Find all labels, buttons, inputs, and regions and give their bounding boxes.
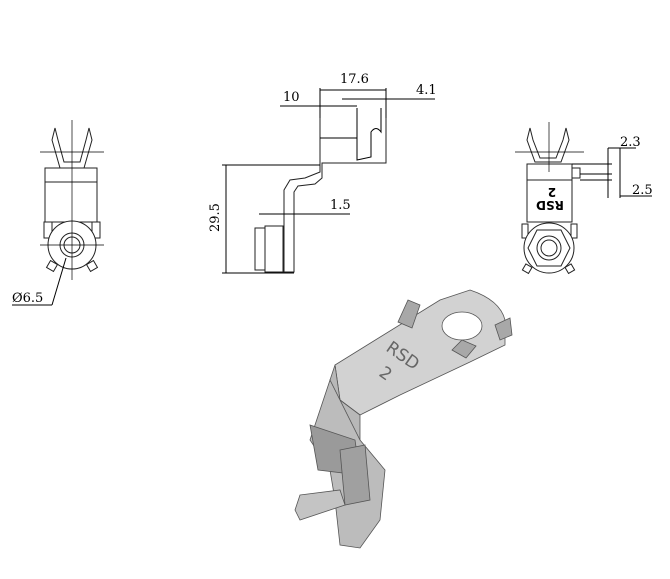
side-view: 17.6 10 4.1 29.5 1.5 — [208, 72, 437, 274]
dim-width-top: 17.6 — [340, 72, 369, 87]
dim-height: 29.5 — [208, 203, 223, 232]
dim-thickness: 1.5 — [330, 198, 351, 213]
isometric-view: RSD 2 — [294, 289, 513, 549]
dim-hole-diameter: Ø6.5 — [12, 291, 43, 306]
front-view: Ø6.5 — [12, 120, 104, 306]
back-marking-2: 2 — [548, 185, 556, 199]
back-view: 2 RSD 2.3 2.5 — [515, 122, 653, 275]
back-marking-rsd: RSD — [536, 198, 564, 212]
dim-upper: 2.3 — [620, 135, 641, 150]
dim-lower: 2.5 — [632, 183, 653, 198]
dim-offset-left: 10 — [283, 90, 300, 105]
dim-offset-right: 4.1 — [416, 83, 437, 98]
